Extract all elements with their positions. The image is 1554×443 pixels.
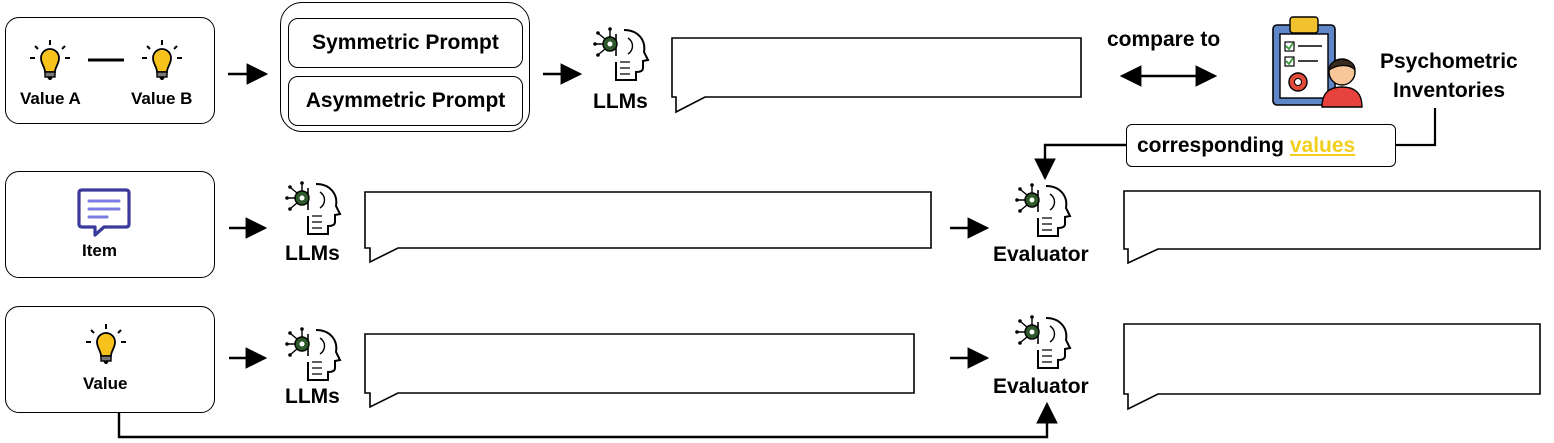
row1-output-yes: Yes <box>776 55 813 78</box>
llm-label-row1: LLMs <box>593 90 648 113</box>
arrow-value-to-evaluator <box>117 401 1058 439</box>
inventories-label-line1: Psychometric <box>1380 50 1518 73</box>
rating-line2: & [0 - 10] for informativity <box>1230 365 1485 388</box>
robot-head-icon-evaluator-row2 <box>1014 182 1071 237</box>
row1-output-mid: ] or [ <box>812 55 860 78</box>
row1-output-suffix: ] for relevance <box>887 55 1032 78</box>
inventories-label-line2: Inventories <box>1393 79 1506 102</box>
asymmetric-prompt-label: Asymmetric Prompt <box>305 89 506 112</box>
row2-output-mid: corresponding to the given <box>537 208 820 231</box>
corresponding-values-word: values <box>1289 134 1356 157</box>
robot-head-icon-evaluator-row3 <box>1014 314 1071 369</box>
row3-output-value: value <box>795 352 850 375</box>
row2-eval-no: No <box>1320 207 1349 230</box>
corresponding-values-text: corresponding values <box>1137 134 1355 158</box>
row3-output-mid: based on the given <box>593 352 796 375</box>
evaluator-label-row2: Evaluator <box>993 243 1089 266</box>
value-box <box>5 306 215 413</box>
arrow-corresponding-to-evaluator <box>1034 143 1126 181</box>
item-label: Item <box>82 241 117 260</box>
corresponding-values-box <box>1126 124 1396 167</box>
row3-output-suffix: ] <box>849 352 857 375</box>
row3-output-arguments: arguments <box>486 352 594 375</box>
item-box <box>5 171 215 278</box>
row2-eval-prefix: Output: [ <box>1149 207 1238 230</box>
clipboard-person-icon <box>1272 16 1363 108</box>
llm-label-row3: LLMs <box>285 385 340 408</box>
value-b-label: Value B <box>131 89 193 108</box>
llm-label-row2: LLMs <box>285 242 340 265</box>
row2-output-values: values <box>471 208 538 231</box>
row2-output-item: item <box>819 208 863 231</box>
row2-output-suffix: ] <box>862 208 870 231</box>
robot-head-icon-row3 <box>284 326 341 381</box>
row2-output-text: Output: [values corresponding to the giv… <box>383 208 870 232</box>
asymmetric-prompt-box <box>288 76 523 126</box>
row2-eval-mid: ] or [ <box>1273 207 1321 230</box>
row1-output-no: No <box>859 55 888 78</box>
value-a-label: Value A <box>20 89 81 108</box>
row3-output-text: Output: [arguments based on the given va… <box>398 352 857 376</box>
row1-output-text: Output: [Yes] or [No] for relevance <box>688 55 1031 79</box>
value-label: Value <box>83 374 128 393</box>
inventory-connector <box>1396 108 1437 147</box>
row3-output-prefix: Output: [ <box>398 352 487 375</box>
row2-eval-output-text: Output: [Yes] or [No] for relevance <box>1149 207 1492 231</box>
evaluator-label-row3: Evaluator <box>993 375 1089 398</box>
robot-head-icon-row1 <box>592 26 649 81</box>
row2-eval-yes: Yes <box>1237 207 1274 230</box>
row2-output-prefix: Output: [ <box>383 208 472 231</box>
symmetric-prompt-label: Symmetric Prompt <box>312 31 499 54</box>
row2-eval-suffix: ] for relevance <box>1348 207 1493 230</box>
symmetric-prompt-box <box>288 18 523 68</box>
compare-to-label: compare to <box>1107 28 1221 51</box>
row1-output-prefix: Output: [ <box>688 55 777 78</box>
rating-line1: Rating: [0 - 10] for consistency <box>1168 336 1475 359</box>
corresponding-prefix: corresponding <box>1137 134 1290 157</box>
robot-head-icon-row2 <box>284 180 341 235</box>
